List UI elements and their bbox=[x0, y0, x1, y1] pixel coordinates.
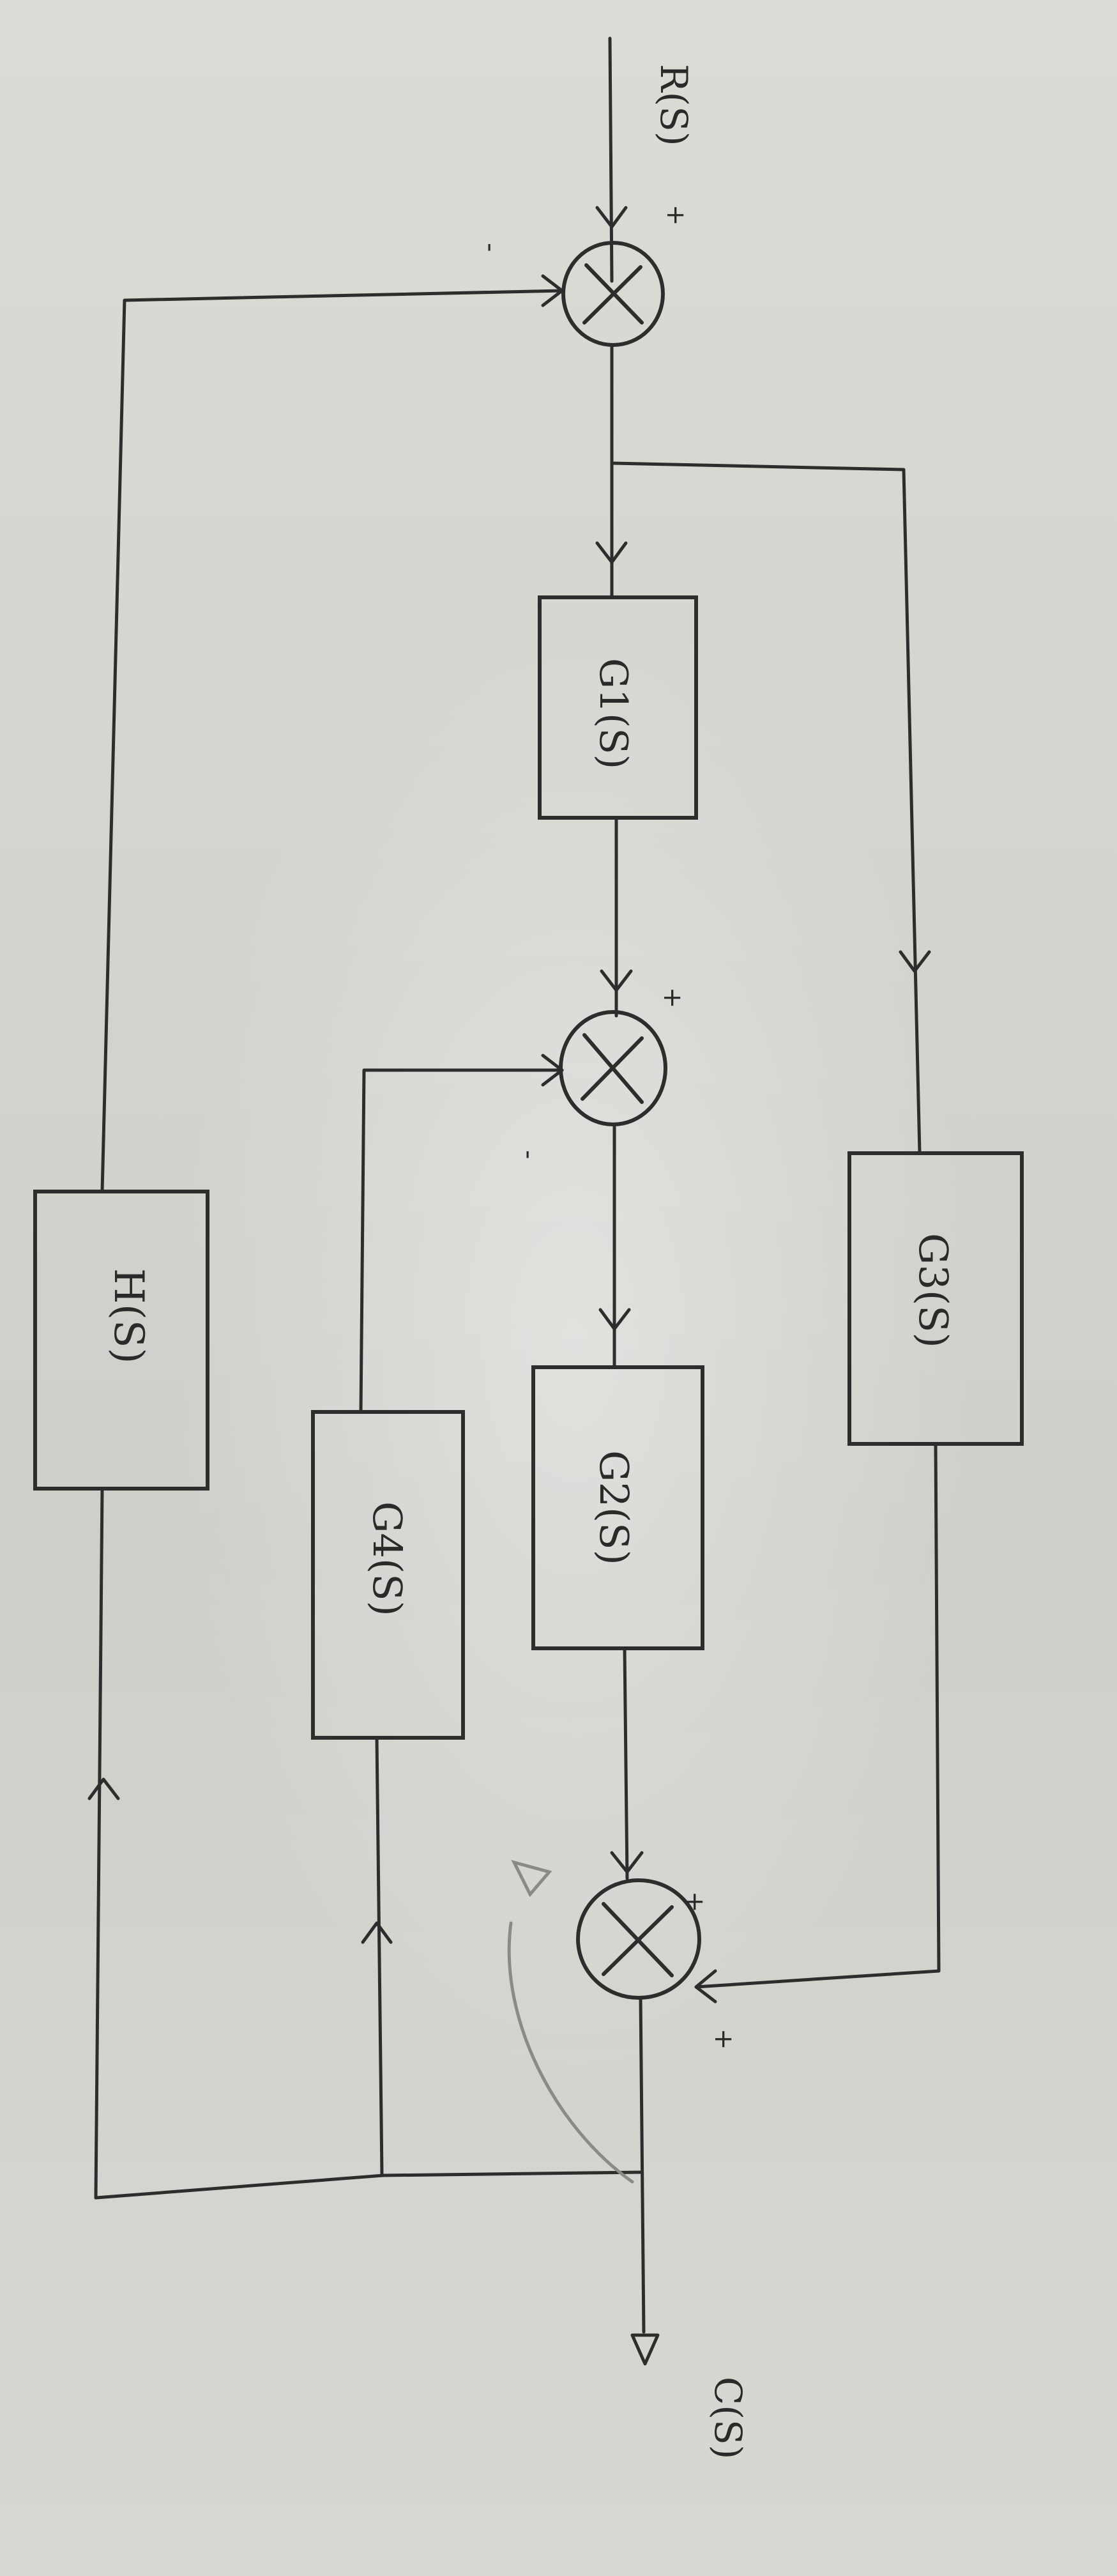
arrow-into-g1 bbox=[595, 541, 628, 564]
wire-g4-to-j2 bbox=[359, 1068, 564, 1414]
g2-box bbox=[531, 1365, 704, 1650]
arrow-g3-into-j3 bbox=[694, 1969, 717, 2004]
block-h: H(S) bbox=[33, 1190, 209, 1491]
output-arrow bbox=[630, 2333, 660, 2366]
input-wire bbox=[608, 36, 614, 283]
summing-junction-2: + - bbox=[514, 987, 687, 1159]
block-g2: G2(S) bbox=[531, 1365, 704, 1650]
pencil-arrowhead bbox=[511, 1860, 552, 1897]
arrow-h-into-j1 bbox=[541, 274, 564, 307]
junction3-circle bbox=[576, 1878, 701, 2000]
g1-label: G1(S) bbox=[591, 658, 635, 769]
junction2-plus-sign: + bbox=[658, 987, 687, 1009]
junction1-cross-b bbox=[582, 265, 642, 325]
h-label: H(S) bbox=[105, 1268, 152, 1364]
arrow-g4-into-j2 bbox=[541, 1054, 564, 1087]
input-signal: R(S) + bbox=[595, 36, 695, 283]
input-label: R(S) bbox=[652, 64, 695, 146]
h-box bbox=[33, 1190, 209, 1491]
g4-box bbox=[311, 1410, 465, 1740]
wire-tap-to-g4 bbox=[375, 1736, 384, 2177]
output-wire bbox=[639, 1996, 646, 2334]
junction3-cross-b bbox=[602, 1905, 674, 1976]
g2-label: G2(S) bbox=[591, 1450, 637, 1565]
block-g4: G4(S) bbox=[311, 1410, 465, 1740]
wire-h-to-j1 bbox=[100, 289, 564, 1193]
arrow-into-j3 bbox=[610, 1851, 644, 1874]
block-g3: G3(S) bbox=[847, 1151, 1024, 1446]
block-g1: G1(S) bbox=[538, 595, 698, 820]
arrow-into-j2 bbox=[600, 969, 633, 992]
arrow-into-g3 bbox=[899, 950, 931, 973]
input-arrow bbox=[595, 206, 628, 229]
junction2-cross-b bbox=[581, 1036, 644, 1101]
arrow-into-g4 bbox=[361, 1921, 393, 1944]
g4-label: G4(S) bbox=[364, 1501, 411, 1616]
junction2-minus-sign: - bbox=[514, 1150, 543, 1159]
wire-tap-to-h bbox=[94, 1487, 104, 2200]
wire-output-tap bbox=[94, 2170, 644, 2200]
arrow-into-g2 bbox=[598, 1308, 631, 1331]
pencil-annotation-arrow bbox=[507, 1860, 634, 2184]
g3-label: G3(S) bbox=[910, 1233, 957, 1348]
summing-junction-1: - bbox=[476, 241, 665, 347]
output-label: C(S) bbox=[706, 2377, 750, 2459]
wire-branch-to-g3 bbox=[611, 461, 922, 1155]
wire-g2-to-j3 bbox=[623, 1646, 629, 1880]
summing-junction-3: + + bbox=[576, 1878, 738, 2050]
junction3-plus-side: + bbox=[709, 2028, 738, 2050]
arrow-into-h bbox=[87, 1777, 120, 1800]
pencil-curve bbox=[507, 1921, 634, 2184]
junction1-minus-sign: - bbox=[476, 243, 505, 252]
junction1-plus-sign: + bbox=[661, 204, 690, 226]
junction3-plus-top: + bbox=[680, 1891, 710, 1913]
wire-g3-to-j3 bbox=[694, 1442, 941, 1989]
